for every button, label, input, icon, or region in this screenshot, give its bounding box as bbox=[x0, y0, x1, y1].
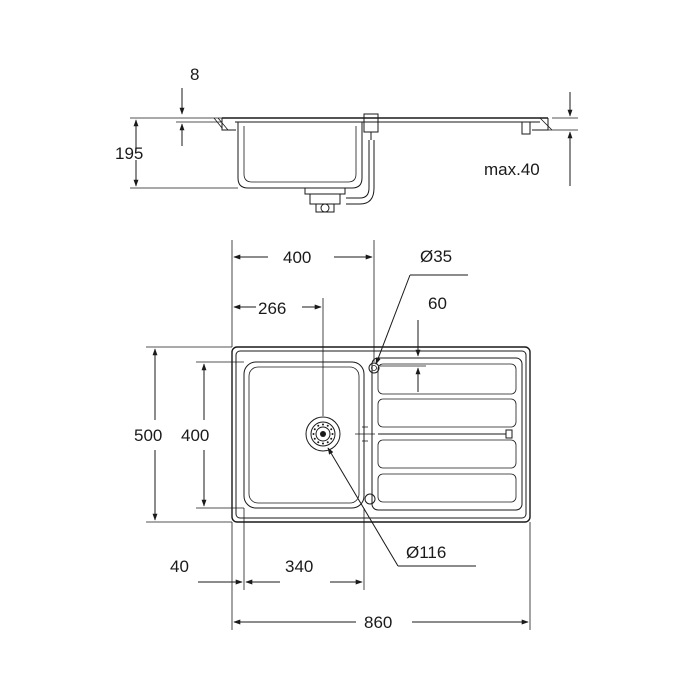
waste-perforation bbox=[313, 428, 316, 431]
waste-perforation bbox=[330, 428, 333, 431]
waste-perforation bbox=[312, 433, 315, 435]
waste-perforation bbox=[317, 424, 320, 427]
tap-hole bbox=[368, 362, 380, 374]
dim-drainer-offset-label: 60 bbox=[428, 294, 447, 313]
dim-edge-label: 40 bbox=[170, 557, 189, 576]
waste-perforation bbox=[322, 442, 324, 445]
dim-bowl-width-label: 340 bbox=[285, 557, 313, 576]
top-view: 400 Ø35 266 60 500 400 Ø116 bbox=[134, 240, 531, 632]
overflow-hole bbox=[364, 493, 376, 505]
dim-drain-offset-label: 266 bbox=[258, 299, 286, 318]
dim-depth-label: 195 bbox=[115, 144, 143, 163]
waste-perforation bbox=[326, 424, 329, 427]
dim-max-counter-label: max.40 bbox=[484, 160, 540, 179]
dim-bowl-center-width-label: 400 bbox=[283, 248, 311, 267]
dim-overall-depth-label: 500 bbox=[134, 426, 162, 445]
waste-perforation bbox=[326, 441, 329, 444]
drainer-rib bbox=[377, 363, 517, 395]
waste-perforation bbox=[330, 437, 333, 440]
drainer-rib bbox=[377, 439, 517, 469]
drainer-rib bbox=[377, 398, 517, 428]
dim-waste-label: Ø116 bbox=[406, 543, 446, 562]
dim-thickness-label: 8 bbox=[190, 65, 199, 84]
dim-tap-hole-label: Ø35 bbox=[420, 247, 452, 266]
waste-perforation bbox=[322, 423, 324, 426]
waste-outlet bbox=[305, 416, 341, 452]
side-view: 8 195 max.40 bbox=[115, 65, 578, 213]
waste-perforation bbox=[313, 437, 316, 440]
waste-perforation bbox=[317, 441, 320, 444]
dim-bowl-depth-label: 400 bbox=[181, 426, 209, 445]
dim-overall-width-label: 860 bbox=[364, 613, 392, 632]
waste-perforation bbox=[331, 433, 334, 435]
drainer-rib bbox=[377, 473, 517, 503]
